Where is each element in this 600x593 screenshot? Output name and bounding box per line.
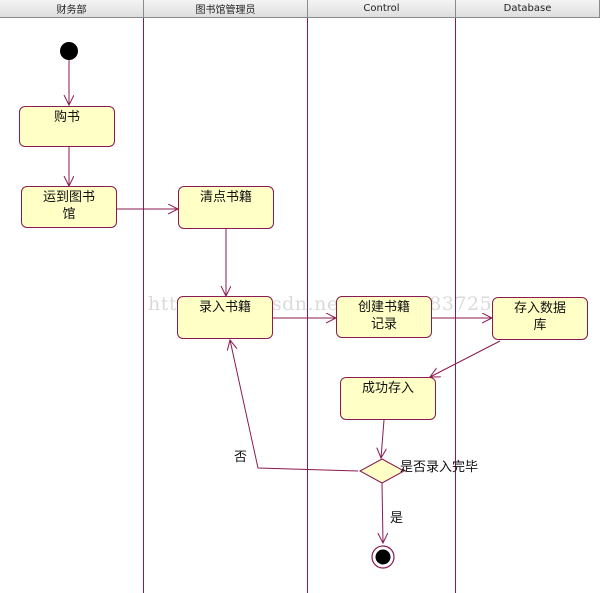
swimlane-header-librarian: 图书馆管理员 — [144, 0, 308, 18]
activity-buy-books[interactable]: 购书 — [19, 106, 115, 147]
guard-no-label: 否 — [234, 450, 248, 465]
activity-deliver-to-library[interactable]: 运到图书 馆 — [21, 186, 117, 228]
swimlane-divider — [455, 18, 456, 593]
activity-label: 录入书籍 — [198, 300, 251, 315]
swimlane-header-control: Control — [308, 0, 456, 18]
flow-arrow — [381, 419, 384, 458]
activity-label: 存入数据 — [513, 301, 566, 316]
activity-label: 馆 — [62, 207, 76, 222]
swimlane-divider — [307, 18, 308, 593]
flow-arrow-yes — [382, 482, 383, 543]
swimlane-header-finance: 财务部 — [0, 0, 144, 18]
activity-create-book-record[interactable]: 创建书籍 记录 — [336, 296, 432, 338]
activity-enter-books[interactable]: 录入书籍 — [177, 296, 273, 339]
decision-diamond — [358, 458, 406, 484]
swimlane-divider — [143, 18, 144, 593]
activity-label: 购书 — [53, 110, 80, 125]
activity-store-to-database[interactable]: 存入数据 库 — [492, 297, 588, 340]
activity-stored-successfully[interactable]: 成功存入 — [340, 377, 436, 420]
activity-label: 库 — [533, 318, 547, 333]
activity-label: 成功存入 — [361, 381, 414, 396]
activity-label: 运到图书 — [42, 190, 95, 205]
start-node — [60, 42, 78, 60]
activity-label: 创建书籍 — [357, 300, 410, 315]
end-node-core — [375, 549, 391, 565]
activity-label: 清点书籍 — [199, 190, 252, 205]
guard-yes-label: 是 — [390, 511, 404, 526]
decision-label: 是否录入完毕 — [400, 460, 479, 475]
activity-count-books[interactable]: 清点书籍 — [178, 186, 274, 229]
flow-arrow — [430, 340, 501, 377]
activity-label: 记录 — [370, 317, 397, 332]
flow-arrow-no — [230, 340, 359, 472]
